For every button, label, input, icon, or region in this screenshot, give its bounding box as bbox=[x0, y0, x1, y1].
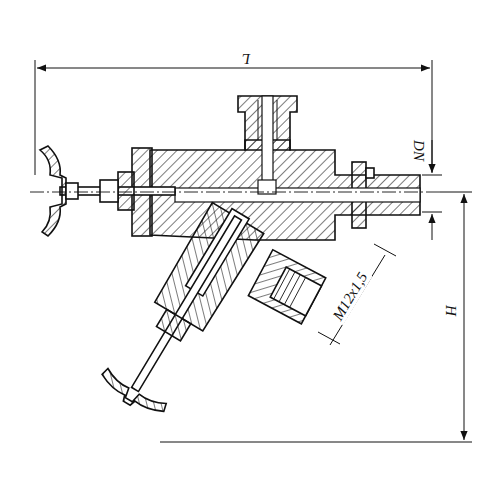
side-port bbox=[248, 250, 325, 324]
spindle bbox=[60, 172, 175, 210]
dimension-label: H bbox=[442, 303, 459, 318]
angle-bonnet bbox=[96, 195, 272, 422]
centre-line bbox=[30, 192, 440, 193]
handwheel bbox=[40, 146, 78, 236]
dimension-lines bbox=[35, 60, 472, 442]
thread-lines bbox=[258, 100, 277, 140]
dimension-label: DN bbox=[410, 138, 427, 163]
valve-body bbox=[132, 96, 420, 240]
dimension-label: L bbox=[240, 50, 252, 67]
bore bbox=[175, 96, 420, 202]
thread-label: M12x1,5 bbox=[328, 267, 372, 325]
